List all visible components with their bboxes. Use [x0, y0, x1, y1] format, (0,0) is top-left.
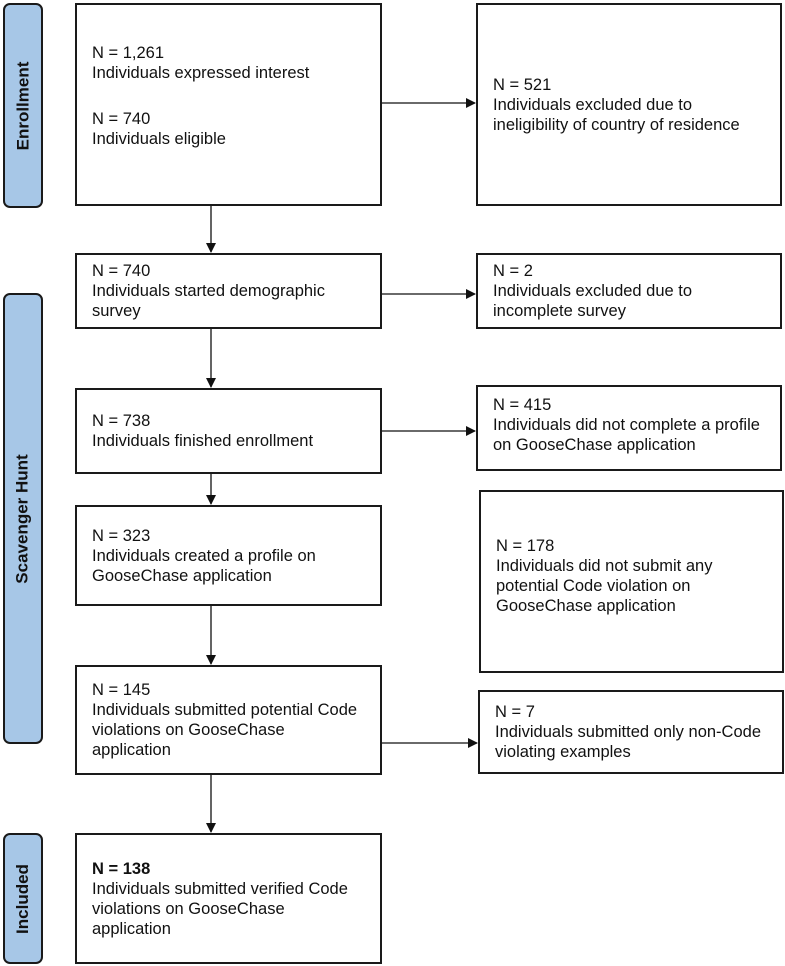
count: N = 740 — [92, 262, 151, 280]
count: N = 323 — [92, 526, 151, 545]
box-included-verified: N = 138 Individuals submitted verified C… — [75, 833, 382, 964]
count: N = 738 — [92, 412, 151, 430]
description: Individuals submitted only non-Code viol… — [495, 723, 761, 761]
box-excluded-survey: N = 2 Individuals excluded due to incomp… — [476, 253, 782, 329]
phase-label-included: Included — [3, 833, 43, 964]
count: N = 178 — [496, 536, 555, 555]
phase-label-scavenger-hunt: Scavenger Hunt — [3, 293, 43, 744]
description: Individuals started demographic survey — [92, 282, 325, 320]
box-no-profile: N = 415 Individuals did not complete a p… — [476, 385, 782, 471]
description: Individuals expressed interest — [92, 63, 310, 82]
description: Individuals eligible — [92, 129, 226, 148]
count: N = 1,261 — [92, 43, 165, 62]
box-non-code-examples: N = 7 Individuals submitted only non-Cod… — [478, 690, 784, 774]
count: N = 521 — [493, 75, 552, 94]
description: Individuals excluded due to incomplete s… — [493, 282, 693, 320]
description: Individuals excluded due to ineligibilit… — [493, 95, 740, 134]
count: N = 138 — [92, 859, 151, 878]
box-submitted-potential: N = 145 Individuals submitted potential … — [75, 665, 382, 775]
box-excluded-country: N = 521 Individuals excluded due to inel… — [476, 3, 782, 206]
description: Individuals did not complete a profile o… — [493, 416, 760, 454]
phase-label-enrollment: Enrollment — [3, 3, 43, 208]
box-interest-eligible: N = 1,261 Individuals expressed interest… — [75, 3, 382, 206]
description: Individuals created a profile on GooseCh… — [92, 546, 316, 585]
description: Individuals did not submit any potential… — [496, 556, 713, 615]
box-created-profile: N = 323 Individuals created a profile on… — [75, 505, 382, 606]
description: Individuals finished enrollment — [92, 432, 314, 450]
count: N = 145 — [92, 681, 151, 699]
count: N = 415 — [493, 396, 552, 414]
count: N = 740 — [92, 109, 151, 128]
count: N = 7 — [495, 703, 535, 721]
box-started-survey: N = 740 Individuals started demographic … — [75, 253, 382, 329]
box-no-submission: N = 178 Individuals did not submit any p… — [479, 490, 784, 673]
description: Individuals submitted potential Code vio… — [92, 701, 358, 759]
description: Individuals submitted verified Code viol… — [92, 879, 348, 938]
box-finished-enrollment: N = 738 Individuals finished enrollment — [75, 388, 382, 474]
count: N = 2 — [493, 262, 533, 280]
